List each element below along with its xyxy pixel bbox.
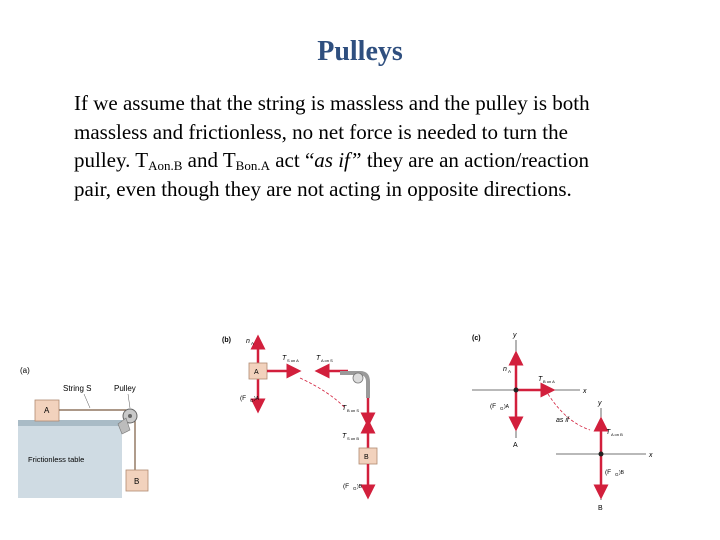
slide-paragraph: If we assume that the string is massless… [74, 89, 594, 203]
pulley-leader [127, 393, 131, 409]
panel-a: (a) A B String S Pulley Frictionless tab… [18, 366, 149, 498]
label-t-s-on-a: T [282, 355, 287, 362]
label-c-n-a-sub: A [508, 369, 511, 374]
label-fg-a-end: )A [254, 396, 260, 402]
panel-c-label: (c) [472, 335, 481, 342]
label-t-b-on-s: T [342, 405, 347, 412]
pulley-axle [128, 414, 132, 418]
subscript-bona: Bon.A [235, 158, 270, 173]
label-c-fg-b-end: )B [619, 470, 625, 476]
axis-x-a-label: x [582, 388, 587, 395]
label-fg-a-sub: G [250, 398, 254, 403]
label-c-fg-a: (F [490, 403, 496, 410]
label-c-t-b-on-a: T [538, 376, 543, 383]
label-t-s-on-a-sub: S on A [287, 358, 299, 363]
label-c-fg-a-sub: G [500, 406, 504, 411]
fbd-block-b-label: B [364, 454, 369, 461]
subscript-aonb: Aon.B [148, 158, 183, 173]
label-t-s-on-b-sub: S on B [347, 436, 359, 441]
label-fg-a: (F [240, 395, 246, 402]
paragraph-text-2: and T [182, 148, 236, 172]
label-c-fg-b: (F [605, 469, 611, 476]
block-b [125, 469, 149, 492]
label-c-n-a: n [503, 366, 507, 373]
label-as-if: as if [556, 417, 570, 424]
dashed-pair-a [299, 377, 346, 409]
paragraph-text-1: If we assume that the string is massless… [74, 91, 590, 172]
label-t-a-on-s-sub: A on S [321, 358, 333, 363]
point-a-dot [513, 387, 519, 393]
panel-b-label: (b) [222, 337, 231, 344]
label-fg-b-end: )B [357, 484, 363, 490]
label-c-point-b: B [598, 505, 603, 512]
pulley-figure: (a) A B String S Pulley Frictionless tab… [18, 332, 653, 512]
panel-a-label: (a) [20, 366, 30, 375]
label-c-t-b-on-a-sub: B on A [543, 379, 555, 384]
point-b-dot [598, 451, 604, 457]
panel-c: (c) y x n A T B on A (F G )A A as if y x… [472, 332, 653, 512]
label-t-b-on-s-sub: B on S [347, 408, 359, 413]
table-label: Frictionless table [28, 455, 84, 464]
table-top [18, 420, 122, 426]
label-c-fg-b-sub: G [615, 472, 619, 477]
label-fg-b: (F [343, 483, 349, 490]
label-c-t-a-on-b-sub: A on B [611, 432, 623, 437]
slide-title: Pulleys [317, 36, 403, 67]
string-leader [83, 393, 91, 409]
pulley-label: Pulley [114, 384, 136, 393]
paragraph-text-3: act “ [269, 148, 315, 172]
label-c-t-a-on-b: T [606, 429, 611, 436]
label-fg-b-sub: G [353, 486, 357, 491]
axis-y-b-label: y [597, 400, 602, 407]
block-a-label: A [44, 406, 50, 415]
pulley-bracket [117, 417, 131, 435]
dashed-as-if [547, 393, 591, 431]
fbd-pulley [352, 372, 364, 384]
paragraph-italic-as-if: as if” [314, 148, 362, 172]
label-c-point-a: A [513, 442, 518, 449]
string-label: String S [63, 384, 91, 393]
paragraph-text-4: they are an action/reaction pair, even t… [74, 148, 589, 201]
fbd-block-a-label: A [254, 369, 259, 376]
label-c-fg-a-end: )A [504, 404, 510, 410]
axis-x-b-label: x [648, 452, 653, 459]
axis-y-a-label: y [512, 332, 517, 339]
label-n-a: n [246, 338, 250, 345]
block-b-label: B [134, 477, 139, 486]
label-n-a-sub: A [251, 341, 254, 346]
panel-b: (b) A n A (F G )A T S on A T A on S T B … [222, 334, 378, 500]
table-body [18, 424, 122, 498]
label-t-a-on-s: T [316, 355, 321, 362]
label-t-s-on-b: T [342, 433, 347, 440]
